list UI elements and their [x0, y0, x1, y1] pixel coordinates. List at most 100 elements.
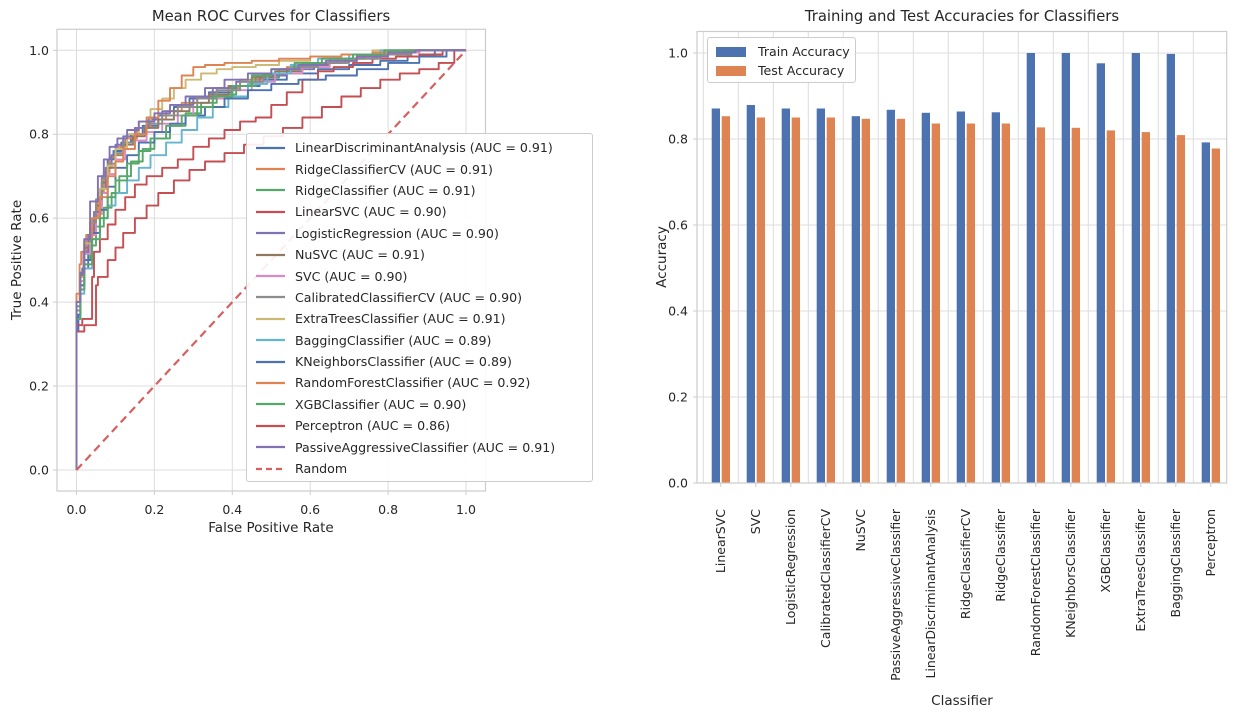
roc-legend-label: RidgeClassifierCV (AUC = 0.91) — [295, 161, 493, 177]
roc-xtick-label: 0.0 — [67, 502, 87, 517]
roc-ytick-label: 0.6 — [29, 211, 49, 226]
legend-line-swatch — [256, 253, 285, 256]
roc-legend-label: Perceptron (AUC = 0.86) — [295, 418, 451, 434]
roc-curve-PassiveAggressiveClassifier — [75, 49, 466, 470]
roc-legend-item: Random — [255, 458, 586, 479]
train-bar-RandomForestClassifier — [1026, 53, 1035, 483]
train-bar-PassiveAggressiveClassifier — [886, 109, 895, 484]
test-bar-LinearDiscriminantAnalysis — [931, 123, 940, 483]
roc-xtick-label: 1.0 — [456, 502, 476, 517]
accuracy-legend-item: Test Accuracy — [716, 61, 849, 80]
legend-line-swatch — [256, 339, 285, 342]
legend-line-swatch — [256, 424, 285, 427]
roc-curve-Perceptron — [75, 49, 466, 470]
test-bar-RidgeClassifier — [1001, 123, 1010, 483]
legend-line-swatch — [256, 317, 285, 320]
roc-legend-label: LogisticRegression (AUC = 0.90) — [295, 225, 499, 241]
roc-yaxis-label: True Positive Rate — [9, 199, 25, 321]
train-bar-LinearDiscriminantAnalysis — [921, 112, 930, 484]
legend-line-swatch — [256, 146, 285, 149]
train-bar-Perceptron — [1201, 142, 1210, 483]
roc-xtick-label: 0.8 — [378, 502, 398, 517]
train-bar-KNeighborsClassifier — [1061, 53, 1070, 483]
roc-legend-item: RandomForestClassifier (AUC = 0.92) — [255, 372, 586, 393]
roc-legend-label: ExtraTreesClassifier (AUC = 0.91) — [295, 311, 506, 327]
legend-line-swatch — [256, 296, 285, 299]
test-bar-XGBClassifier — [1106, 130, 1115, 483]
accuracy-xtick-label: LinearDiscriminantAnalysis — [923, 509, 938, 679]
test-bar-RidgeClassifierCV — [966, 123, 975, 483]
accuracy-xaxis-label: Classifier — [931, 693, 993, 709]
test-bar-BaggingClassifier — [1176, 135, 1185, 483]
accuracy-xtick-label: ExtraTreesClassifier — [1133, 508, 1148, 631]
roc-curve-RandomForestClassifier — [75, 49, 466, 470]
accuracy-xtick-label: LogisticRegression — [783, 509, 798, 625]
accuracy-xtick-label: LinearSVC — [713, 509, 728, 573]
train-bar-RidgeClassifier — [991, 112, 1000, 484]
legend-line-swatch — [256, 167, 285, 171]
roc-legend-label: KNeighborsClassifier (AUC = 0.89) — [295, 354, 512, 370]
train-bar-ExtraTreesClassifier — [1131, 53, 1140, 483]
train-bar-BaggingClassifier — [1166, 53, 1175, 484]
roc-curve-KNeighborsClassifier — [75, 49, 466, 470]
roc-legend-label: SVC (AUC = 0.90) — [295, 268, 408, 284]
accuracy-xtick-label: RidgeClassifier — [993, 508, 1008, 602]
accuracy-xtick-label: RidgeClassifierCV — [958, 509, 973, 620]
legend-line-swatch — [256, 403, 285, 406]
accuracy-xtick-label: NuSVC — [853, 509, 868, 552]
accuracy-xtick-label: PassiveAggressiveClassifier — [888, 508, 903, 681]
accuracy-chart-title: Training and Test Accuracies for Classif… — [804, 8, 1120, 25]
roc-chart-title: Mean ROC Curves for Classifiers — [151, 8, 391, 25]
test-bar-KNeighborsClassifier — [1071, 127, 1080, 484]
train-bar-LinearSVC — [711, 108, 720, 483]
legend-line-swatch — [256, 381, 285, 385]
legend-color-patch — [716, 46, 746, 57]
roc-legend-item: SVC (AUC = 0.90) — [255, 265, 586, 286]
roc-ytick-label: 0.0 — [29, 463, 49, 478]
legend-line-swatch — [256, 189, 285, 192]
accuracy-yaxis-label: Accuracy — [654, 226, 670, 288]
accuracy-ytick-label: 0.2 — [668, 390, 688, 405]
legend-line-swatch — [256, 274, 285, 278]
test-bar-ExtraTreesClassifier — [1141, 132, 1150, 483]
accuracy-chart-panel: Training and Test Accuracies for Classif… — [640, 0, 1237, 728]
roc-legend-item: XGBClassifier (AUC = 0.90) — [255, 394, 586, 415]
roc-legend-label: XGBClassifier (AUC = 0.90) — [295, 396, 467, 412]
test-bar-RandomForestClassifier — [1036, 127, 1045, 484]
roc-legend-item: LinearDiscriminantAnalysis (AUC = 0.91) — [255, 137, 586, 158]
accuracy-ytick-label: 1.0 — [668, 46, 688, 61]
train-bar-SVC — [746, 105, 755, 483]
legend-line-swatch — [256, 232, 285, 235]
accuracy-xtick-label: KNeighborsClassifier — [1063, 508, 1078, 638]
train-bar-RidgeClassifierCV — [956, 111, 965, 483]
roc-legend-item: BaggingClassifier (AUC = 0.89) — [255, 330, 586, 351]
roc-xtick-label: 0.4 — [222, 502, 242, 517]
accuracy-ytick-label: 0.0 — [668, 476, 688, 491]
legend-line-swatch — [256, 360, 285, 363]
roc-ytick-label: 0.8 — [29, 127, 49, 142]
roc-curve-CalibratedClassifierCV — [75, 49, 466, 470]
roc-legend-item: PassiveAggressiveClassifier (AUC = 0.91) — [255, 436, 586, 457]
accuracy-xtick-label: CalibratedClassifierCV — [818, 509, 833, 648]
legend-dashed-line-swatch — [256, 467, 285, 470]
roc-curve-LinearDiscriminantAnalysis — [75, 49, 466, 470]
roc-legend-label: LinearDiscriminantAnalysis (AUC = 0.91) — [295, 140, 553, 156]
accuracy-ytick-label: 0.4 — [668, 304, 688, 319]
roc-legend-item: NuSVC (AUC = 0.91) — [255, 244, 586, 265]
accuracy-xtick-label: BaggingClassifier — [1168, 508, 1183, 617]
roc-legend-label: Random — [295, 461, 348, 477]
roc-xtick-label: 0.2 — [144, 502, 164, 517]
roc-legend-label: NuSVC (AUC = 0.91) — [295, 247, 425, 263]
legend-color-patch — [716, 65, 746, 76]
roc-chart-panel: Mean ROC Curves for Classifiers 0.0 0.2 0.… — [9, 8, 593, 536]
accuracy-legend-item: Train Accuracy — [716, 42, 850, 61]
roc-legend-item: Perceptron (AUC = 0.86) — [255, 415, 586, 436]
roc-legend-label: BaggingClassifier (AUC = 0.89) — [295, 332, 492, 348]
accuracy-legend-label: Train Accuracy — [758, 44, 850, 59]
test-bar-LogisticRegression — [791, 117, 800, 483]
roc-legend-label: CalibratedClassifierCV (AUC = 0.90) — [295, 289, 523, 305]
roc-legend-label: RidgeClassifier (AUC = 0.91) — [295, 182, 476, 198]
roc-legend-item: ExtraTreesClassifier (AUC = 0.91) — [255, 308, 586, 329]
